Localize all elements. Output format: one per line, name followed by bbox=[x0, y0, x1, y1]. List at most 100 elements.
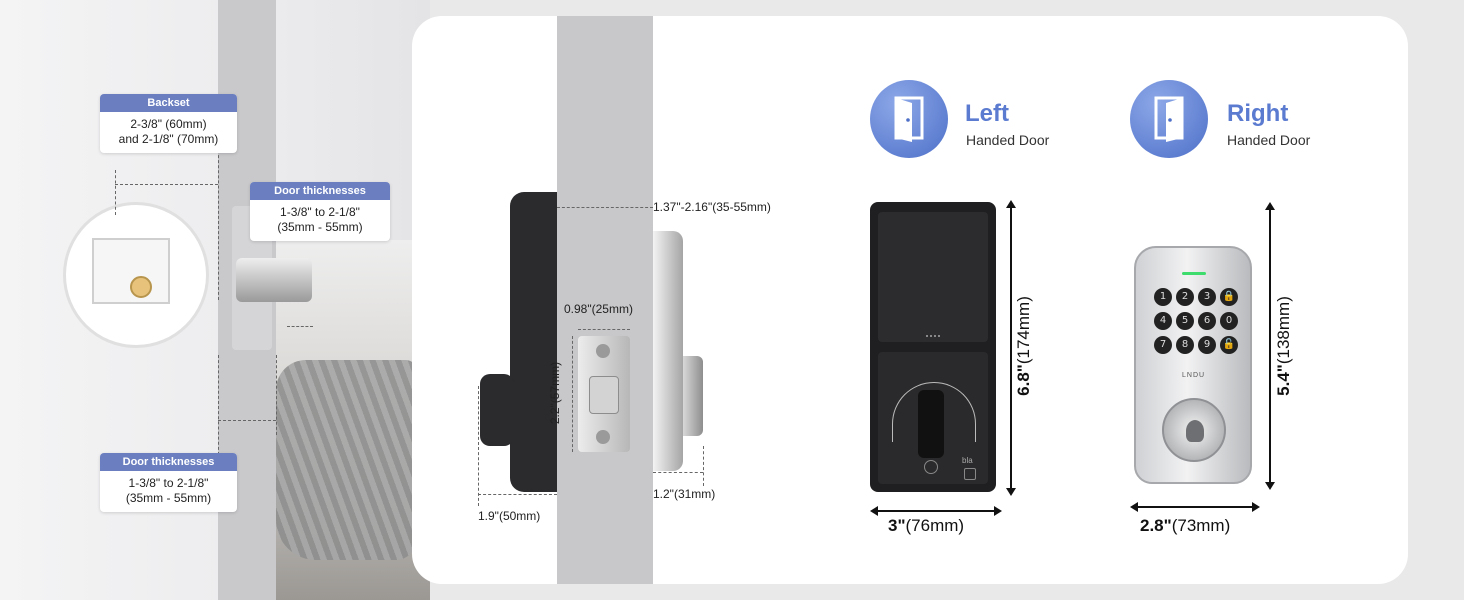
door-thickness-bottom-title: Door thicknesses bbox=[100, 453, 237, 471]
door-thickness-top-line2: (35mm - 55mm) bbox=[277, 220, 363, 234]
lock-a-width-line bbox=[874, 510, 998, 512]
interior-lock-front: bla bbox=[870, 202, 996, 492]
keypad-key[interactable]: 4 bbox=[1154, 312, 1172, 330]
thumb-turn bbox=[918, 390, 944, 458]
outer-depth-line bbox=[478, 494, 557, 495]
right-handed-door-icon bbox=[1130, 80, 1208, 158]
plate-width-line bbox=[578, 329, 630, 330]
arrow-right-icon bbox=[994, 506, 1002, 516]
thickness-dimension-line bbox=[557, 207, 653, 208]
plate-height-measure: 2.2"(57mm) bbox=[548, 361, 563, 425]
right-handed-subtitle: Handed Door bbox=[1227, 132, 1311, 148]
inner-depth-measure: 1.2"(31mm) bbox=[653, 487, 716, 501]
bolt-hole bbox=[589, 376, 619, 414]
exterior-thumbturn-side bbox=[480, 374, 514, 446]
lock-b-height-measure: 5.4"(138mm) bbox=[1274, 296, 1294, 396]
door-thickness-top-title: Door thicknesses bbox=[250, 182, 390, 200]
backset-label-title: Backset bbox=[100, 94, 237, 112]
keypad-key[interactable]: 🔓 bbox=[1220, 336, 1238, 354]
blanket-background bbox=[276, 360, 416, 560]
right-handed-title: Right bbox=[1227, 100, 1289, 127]
lock-b-height-bold: 5.4" bbox=[1273, 364, 1293, 396]
dimensions-panel: 1.37"-2.16"(35-55mm) 0.98"(25mm) 2.2"(57… bbox=[412, 16, 1408, 584]
key-cylinder bbox=[1162, 398, 1226, 462]
inner-depth-line bbox=[653, 472, 703, 473]
lock-a-height-metric: (174mm) bbox=[1013, 296, 1033, 365]
arrow-up-icon bbox=[1006, 200, 1016, 208]
lock-a-width-bold: 3" bbox=[888, 516, 906, 535]
door-thickness-line bbox=[218, 420, 276, 421]
bolt-dimension-line bbox=[287, 326, 313, 327]
arrow-left-icon bbox=[870, 506, 878, 516]
latch-bolt bbox=[236, 258, 312, 302]
lock-a-height-measure: 6.8"(174mm) bbox=[1014, 296, 1034, 396]
status-led bbox=[1182, 272, 1206, 275]
left-handed-subtitle: Handed Door bbox=[966, 132, 1050, 148]
backset-dimension-line bbox=[115, 184, 218, 185]
reset-button bbox=[964, 468, 976, 480]
inner-depth-guide bbox=[703, 446, 704, 486]
lock-b-width-line bbox=[1134, 506, 1256, 508]
door-thickness-label-bottom: Door thicknesses 1-3/8" to 2-1/8" (35mm … bbox=[100, 453, 237, 512]
lock-a-width-metric: (76mm) bbox=[905, 516, 965, 535]
door-thickness-top-line1: 1-3/8" to 2-1/8" bbox=[280, 205, 360, 219]
exterior-keypad-side bbox=[510, 192, 557, 492]
backset-label-line2: and 2-1/8" (70mm) bbox=[118, 132, 219, 146]
keypad-key[interactable]: 0 bbox=[1220, 312, 1238, 330]
lock-a-width-measure: 3"(76mm) bbox=[888, 516, 964, 536]
backset-label: Backset 2-3/8" (60mm) and 2-1/8" (70mm) bbox=[100, 94, 237, 153]
backset-guide-left bbox=[115, 170, 116, 215]
door-cross-section bbox=[557, 16, 653, 584]
logo-text: bla bbox=[962, 456, 973, 465]
turn-panel: bla bbox=[878, 352, 988, 484]
door-thickness-guide-right bbox=[276, 355, 277, 435]
door-thickness-label-top: Door thicknesses 1-3/8" to 2-1/8" (35mm … bbox=[250, 182, 390, 241]
lock-b-width-bold: 2.8" bbox=[1140, 516, 1172, 535]
lock-b-width-metric: (73mm) bbox=[1171, 516, 1231, 535]
battery-cover bbox=[878, 212, 988, 342]
lock-b-height-line bbox=[1269, 206, 1271, 486]
keypad-key[interactable]: 6 bbox=[1198, 312, 1216, 330]
outer-depth-measure: 1.9"(50mm) bbox=[478, 509, 541, 523]
keypad-key[interactable]: 7 bbox=[1154, 336, 1172, 354]
backset-guide-right bbox=[218, 150, 219, 300]
indicator-dots bbox=[926, 335, 940, 338]
keypad-key[interactable]: 8 bbox=[1176, 336, 1194, 354]
outer-depth-guide bbox=[478, 386, 479, 506]
left-handed-door-icon bbox=[870, 80, 948, 158]
keypad-key[interactable]: 🔒 bbox=[1220, 288, 1238, 306]
thickness-measure: 1.37"-2.16"(35-55mm) bbox=[653, 200, 771, 214]
lock-b-height-metric: (138mm) bbox=[1273, 296, 1293, 365]
keypad-key[interactable]: 3 bbox=[1198, 288, 1216, 306]
backset-label-line1: 2-3/8" (60mm) bbox=[130, 117, 207, 131]
door-thickness-bottom-line1: 1-3/8" to 2-1/8" bbox=[128, 476, 209, 490]
keypad-key[interactable]: 9 bbox=[1198, 336, 1216, 354]
latch-body bbox=[92, 238, 170, 304]
screw-icon bbox=[596, 344, 610, 358]
arrow-down-icon bbox=[1006, 488, 1016, 496]
arrow-right-icon bbox=[1252, 502, 1260, 512]
interior-assembly-side bbox=[653, 231, 683, 471]
lock-a-height-line bbox=[1010, 204, 1012, 492]
lock-b-width-measure: 2.8"(73mm) bbox=[1140, 516, 1230, 536]
door-thickness-bottom-line2: (35mm - 55mm) bbox=[125, 491, 212, 505]
keypad-key[interactable]: 2 bbox=[1176, 288, 1194, 306]
plate-height-line bbox=[572, 336, 573, 452]
arrow-up-icon bbox=[1265, 202, 1275, 210]
arrow-down-icon bbox=[1265, 482, 1275, 490]
screw-icon bbox=[130, 276, 152, 298]
keyhole-icon bbox=[1186, 420, 1204, 442]
strike-plate-front bbox=[578, 336, 630, 452]
interior-turn-side bbox=[683, 356, 703, 436]
keypad-key[interactable]: 1 bbox=[1154, 288, 1172, 306]
keypad-key[interactable]: 5 bbox=[1176, 312, 1194, 330]
screw-icon bbox=[596, 430, 610, 444]
door-thickness-guide-left bbox=[218, 355, 219, 455]
arrow-left-icon bbox=[1130, 502, 1138, 512]
plate-width-measure: 0.98"(25mm) bbox=[564, 302, 633, 316]
lock-a-height-bold: 6.8" bbox=[1013, 364, 1033, 396]
brand-logo: LNDU bbox=[1182, 372, 1206, 379]
fingerprint-icon bbox=[924, 460, 938, 474]
left-handed-title: Left bbox=[965, 100, 1009, 127]
